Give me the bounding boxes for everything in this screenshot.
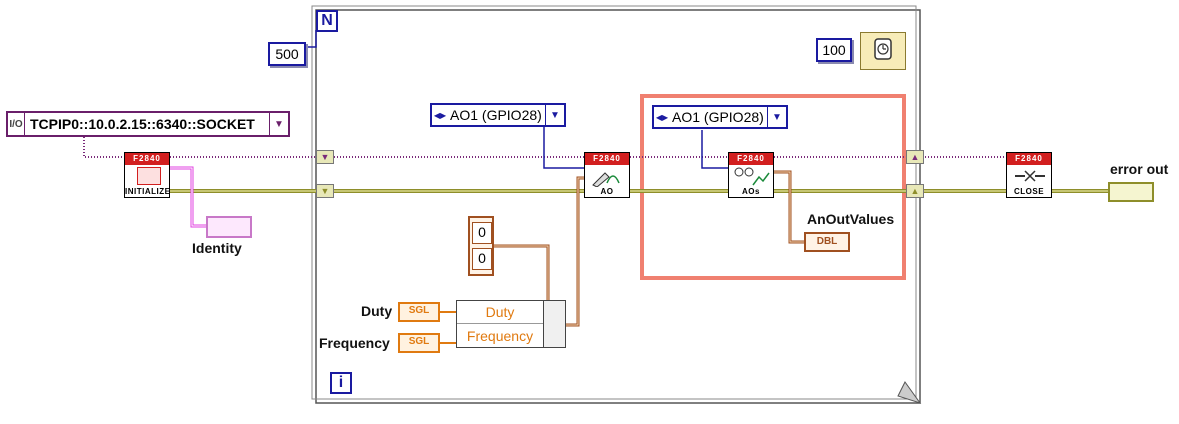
resource-tunnel-left[interactable]: ▼ (316, 150, 334, 164)
iteration-terminal: i (330, 372, 352, 394)
write-ao-vi[interactable]: F2840 AO (584, 152, 630, 198)
bundle-field-duty[interactable]: Duty (457, 301, 543, 324)
for-loop-fold (897, 381, 922, 404)
initialize-vi[interactable]: F2840 INITIALIZE (124, 152, 171, 198)
duty-label: Duty (361, 303, 393, 319)
read-ao-vi[interactable]: F2840 AOs (728, 152, 774, 198)
wait-function[interactable] (860, 32, 906, 70)
wait-ms-constant[interactable]: 100 (816, 38, 852, 62)
frequency-control[interactable]: SGL (398, 333, 440, 353)
array-constant[interactable]: 0 0 (468, 216, 494, 276)
metronome-icon (870, 36, 896, 67)
ring-arrows-icon: ◀▶ (433, 110, 447, 120)
array-element[interactable]: 0 (472, 248, 492, 270)
chevron-down-icon[interactable]: ▼ (269, 113, 288, 135)
highlight-box (640, 94, 906, 280)
error-tunnel-right[interactable]: ▲ (906, 184, 924, 198)
chevron-down-icon[interactable]: ▼ (767, 107, 786, 127)
channel-wire-right (701, 130, 730, 169)
close-vi[interactable]: F2840 CLOSE (1006, 152, 1052, 198)
ring-arrows-icon: ◀▶ (655, 112, 669, 122)
reset-icon (137, 167, 161, 185)
error-out-indicator[interactable] (1108, 182, 1154, 202)
pencil-write-icon (591, 167, 623, 192)
bundle-by-name[interactable]: Duty Frequency (456, 300, 566, 348)
close-icon (1013, 169, 1047, 188)
error-tunnel-left[interactable]: ▼ (316, 184, 334, 198)
glasses-read-icon (733, 167, 771, 192)
resource-tunnel-right[interactable]: ▲ (906, 150, 924, 164)
array-element[interactable]: 0 (472, 222, 492, 244)
loop-count-constant[interactable]: 500 (268, 42, 306, 66)
frequency-label: Frequency (319, 335, 390, 351)
loop-count-terminal: N (316, 10, 338, 32)
resource-wire (83, 134, 126, 158)
visa-resource-constant[interactable]: I/O TCPIP0::10.0.2.15::6340::SOCKET ▼ (6, 111, 290, 137)
visa-icon: I/O (8, 113, 25, 135)
channel-ring-right[interactable]: ◀▶ AO1 (GPIO28) ▼ (652, 105, 788, 129)
bundle-output-icon (543, 301, 565, 347)
duty-control[interactable]: SGL (398, 302, 440, 322)
anoutvalues-label: AnOutValues (807, 211, 895, 227)
identity-label: Identity (192, 240, 242, 256)
channel-wire-left (543, 126, 586, 169)
anoutvalues-indicator[interactable]: DBL (804, 232, 850, 252)
identity-wire (170, 166, 208, 228)
loop-count-wire (305, 30, 317, 48)
chevron-down-icon[interactable]: ▼ (545, 105, 564, 125)
bundle-field-frequency[interactable]: Frequency (466, 328, 534, 344)
channel-ring-left[interactable]: ◀▶ AO1 (GPIO28) ▼ (430, 103, 566, 127)
error-out-label: error out (1110, 161, 1169, 177)
identity-indicator[interactable] (206, 216, 252, 238)
